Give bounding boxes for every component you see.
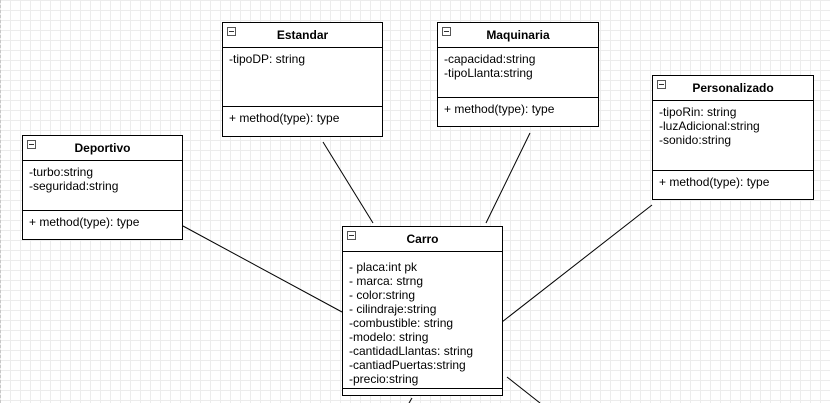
connector-maquinaria-carro[interactable] [485, 132, 531, 224]
method: + method(type): type [444, 102, 555, 116]
class-deportivo[interactable]: Deportivo -turbo:string -seguridad:strin… [22, 135, 183, 240]
attribute: -turbo:string [29, 165, 94, 179]
connector-deportivo-carro[interactable] [182, 225, 343, 313]
attribute: -capacidad:string [444, 52, 536, 66]
collapse-icon[interactable] [347, 231, 356, 240]
class-maquinaria[interactable]: Maquinaria -capacidad:string -tipoLlanta… [437, 22, 599, 127]
class-name: Estandar [276, 28, 329, 42]
method: + method(type): type [229, 111, 340, 125]
attribute: -cantidadLlantas: string [349, 344, 474, 358]
attribute: - cilindraje:string [349, 302, 437, 316]
connector-personalizado-carro[interactable] [501, 204, 653, 323]
attributes-section: -turbo:string -seguridad:string [23, 161, 182, 211]
method: + method(type): type [29, 215, 140, 229]
class-personalizado[interactable]: Personalizado -tipoRin: string -luzAdici… [652, 75, 814, 200]
attribute: -sonido:string [659, 133, 732, 147]
class-header: Personalizado [653, 76, 813, 101]
attributes-section: -tipoDP: string [223, 48, 382, 107]
attributes-section: -capacidad:string -tipoLlanta:string [438, 48, 598, 98]
class-name: Carro [406, 232, 439, 246]
attribute: -tipoLlanta:string [444, 66, 533, 80]
collapse-icon[interactable] [227, 27, 236, 36]
page-boundary [0, 0, 1, 403]
attribute: -precio:string [349, 372, 419, 386]
method: + method(type): type [659, 175, 770, 189]
attribute: -tipoDP: string [229, 52, 306, 66]
attribute: - marca: strng [349, 274, 424, 288]
class-header: Deportivo [23, 136, 182, 161]
attribute: - color:string [349, 288, 416, 302]
methods-section [343, 389, 502, 397]
class-name: Deportivo [74, 141, 131, 155]
attributes-section: - placa:int pk - marca: strng - color:st… [343, 252, 502, 389]
connector-carro-bottom[interactable] [408, 397, 413, 403]
class-carro[interactable]: Carro - placa:int pk - marca: strng - co… [342, 226, 503, 396]
methods-section: + method(type): type [438, 98, 598, 120]
attribute: - placa:int pk [349, 260, 418, 274]
methods-section: + method(type): type [23, 211, 182, 233]
attribute: -tipoRin: string [659, 105, 737, 119]
attribute: -seguridad:string [29, 179, 119, 193]
methods-section: + method(type): type [223, 107, 382, 129]
attribute: -cantiadPuertas:string [349, 358, 466, 372]
attribute: -luzAdicional:string [659, 119, 760, 133]
connector-estandar-carro[interactable] [322, 141, 374, 224]
class-estandar[interactable]: Estandar -tipoDP: string + method(type):… [222, 22, 383, 137]
class-header: Estandar [223, 23, 382, 48]
connector-carro-offscreen[interactable] [506, 376, 541, 403]
class-name: Personalizado [692, 81, 774, 95]
methods-section: + method(type): type [653, 171, 813, 193]
class-header: Maquinaria [438, 23, 598, 48]
class-header: Carro [343, 227, 502, 252]
attributes-section: -tipoRin: string -luzAdicional:string -s… [653, 101, 813, 171]
collapse-icon[interactable] [27, 140, 36, 149]
collapse-icon[interactable] [657, 80, 666, 89]
attribute: -modelo: string [349, 330, 429, 344]
collapse-icon[interactable] [442, 27, 451, 36]
class-name: Maquinaria [486, 28, 550, 42]
attribute: -combustible: string [349, 316, 454, 330]
